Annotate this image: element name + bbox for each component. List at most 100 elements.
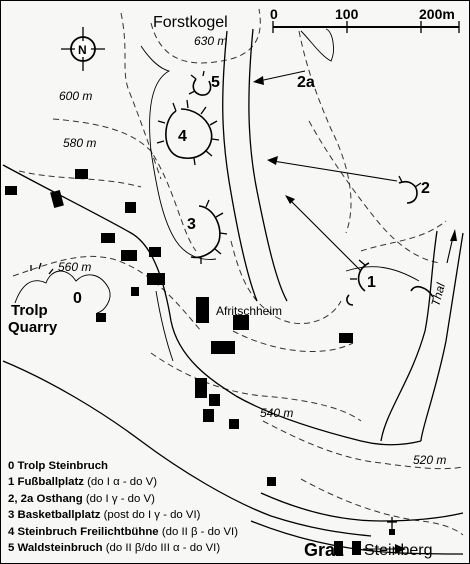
- building: [209, 394, 220, 406]
- legend-num: 2, 2a: [8, 492, 34, 505]
- arrow-1: [288, 198, 362, 272]
- legend-num: 5: [8, 542, 15, 555]
- contour-560: [12, 256, 202, 332]
- legend-row: 1 Fußballplatz (do I α - do V): [8, 474, 308, 490]
- thal-road-east: [420, 232, 464, 442]
- arrows: [253, 70, 457, 554]
- legend-name: Fußballplatz: [17, 476, 84, 489]
- thal-road-west: [380, 230, 438, 442]
- contour-east-edge: [360, 220, 447, 252]
- building: [75, 169, 88, 179]
- afritschheim-building: [196, 297, 209, 323]
- roads: [2, 28, 464, 555]
- building: [267, 477, 276, 486]
- graz-label: Graz: [304, 540, 344, 560]
- arrowhead-graz: [395, 544, 406, 554]
- site-0-symbol: [30, 262, 54, 275]
- scale-label-0: 0: [270, 6, 278, 22]
- legend: 0 Trolp Steinbruch 1 Fußballplatz (do I …: [8, 458, 308, 556]
- building: [131, 287, 139, 296]
- building: [233, 315, 249, 330]
- arrow-2a: [258, 70, 306, 82]
- scale-label-200: 200m: [419, 6, 455, 22]
- site-labels: 5 2a 4 2 3 1 0: [73, 74, 430, 307]
- place-labels: Forstkogel Trolp Quarry Afritschheim Tha…: [8, 14, 448, 560]
- building: [334, 541, 343, 555]
- thal-label: Thal: [428, 281, 448, 307]
- legend-num: 1: [8, 476, 15, 489]
- main-road-north: [2, 164, 422, 446]
- legend-name: Osthang: [36, 492, 83, 505]
- site-label-2a: 2a: [297, 74, 315, 91]
- site-symbols: [30, 70, 434, 306]
- contour-600-east: [298, 30, 352, 234]
- trolp-label: Trolp: [11, 302, 48, 319]
- site-5-symbol: [188, 70, 212, 96]
- quarry-label: Quarry: [8, 319, 58, 336]
- forstkogel-label: Forstkogel: [153, 14, 228, 31]
- site-3-symbol: [190, 199, 228, 264]
- building: [195, 378, 207, 398]
- church-icon: [387, 517, 397, 535]
- scale-bar: 0 100 200m: [270, 6, 460, 33]
- site-label-5: 5: [211, 74, 220, 91]
- trolp-outline: [14, 270, 111, 314]
- scale-label-100: 100: [335, 6, 359, 22]
- site-label-0: 0: [73, 290, 82, 307]
- contour-630: [150, 8, 261, 64]
- legend-num: 0: [8, 460, 15, 472]
- building: [352, 541, 361, 555]
- site-label-4: 4: [178, 128, 187, 145]
- building: [339, 333, 353, 343]
- arrowhead-1: [285, 195, 295, 204]
- ridge-east-spur: [300, 28, 334, 62]
- building: [50, 189, 64, 209]
- site-label-1: 1: [367, 274, 376, 291]
- north-label: N: [78, 43, 87, 57]
- building: [121, 250, 137, 261]
- elevation-540: 540 m: [260, 406, 293, 420]
- arrow-2: [272, 160, 398, 182]
- quarry-access-path: [140, 45, 217, 260]
- elevation-labels: 630 m 600 m 580 m 560 m 540 m 520 m: [58, 34, 446, 467]
- legend-row: 2, 2a Osthang (do I γ - do V): [8, 491, 308, 507]
- legend-row: 5 Waldsteinbruch (do II β/do III α - do …: [8, 540, 308, 556]
- arrowhead-thal: [450, 229, 457, 241]
- north-arrow: N: [61, 27, 105, 71]
- building: [5, 186, 17, 195]
- graz-road-south: [250, 520, 464, 555]
- legend-period: (do II β/do III α - do VI): [102, 542, 221, 555]
- legend-num: 4: [8, 525, 15, 538]
- elevation-600: 600 m: [59, 89, 92, 103]
- building: [203, 409, 214, 422]
- legend-num: 3: [8, 509, 15, 522]
- road-to-1: [345, 266, 420, 282]
- legend-row: 0 Trolp Steinbruch: [8, 458, 308, 474]
- building: [211, 341, 235, 354]
- ridge-path-east: [248, 28, 288, 302]
- building: [149, 247, 161, 257]
- legend-name: Basketballplatz: [17, 509, 101, 522]
- contour-600-west: [120, 12, 162, 180]
- arrowhead-2: [267, 156, 278, 165]
- legend-name: Waldsteinbruch: [17, 542, 103, 555]
- building: [229, 419, 239, 429]
- contour-550: [232, 330, 354, 352]
- ridge-path-west: [222, 30, 258, 302]
- legend-period: (post do I γ - do VI): [100, 509, 201, 522]
- legend-row: 4 Steinbruch Freilichtbühne (do II β - d…: [8, 524, 308, 540]
- elevation-520: 520 m: [413, 453, 446, 467]
- elevation-560: 560 m: [58, 260, 91, 274]
- legend-name: Steinbruch Freilichtbühne: [17, 525, 159, 538]
- legend-period: (do II β - do VI): [158, 525, 239, 538]
- contour-520: [300, 478, 464, 536]
- contour-540: [150, 352, 362, 422]
- legend-name: Trolp Steinbruch: [17, 460, 109, 472]
- graz-road-north: [260, 492, 464, 522]
- legend-row: 3 Basketballplatz (post do I γ - do VI): [8, 507, 308, 523]
- main-road-south: [2, 360, 372, 537]
- buildings: [5, 169, 361, 555]
- afritschheim-label: Afritschheim: [216, 304, 282, 318]
- building: [96, 313, 106, 322]
